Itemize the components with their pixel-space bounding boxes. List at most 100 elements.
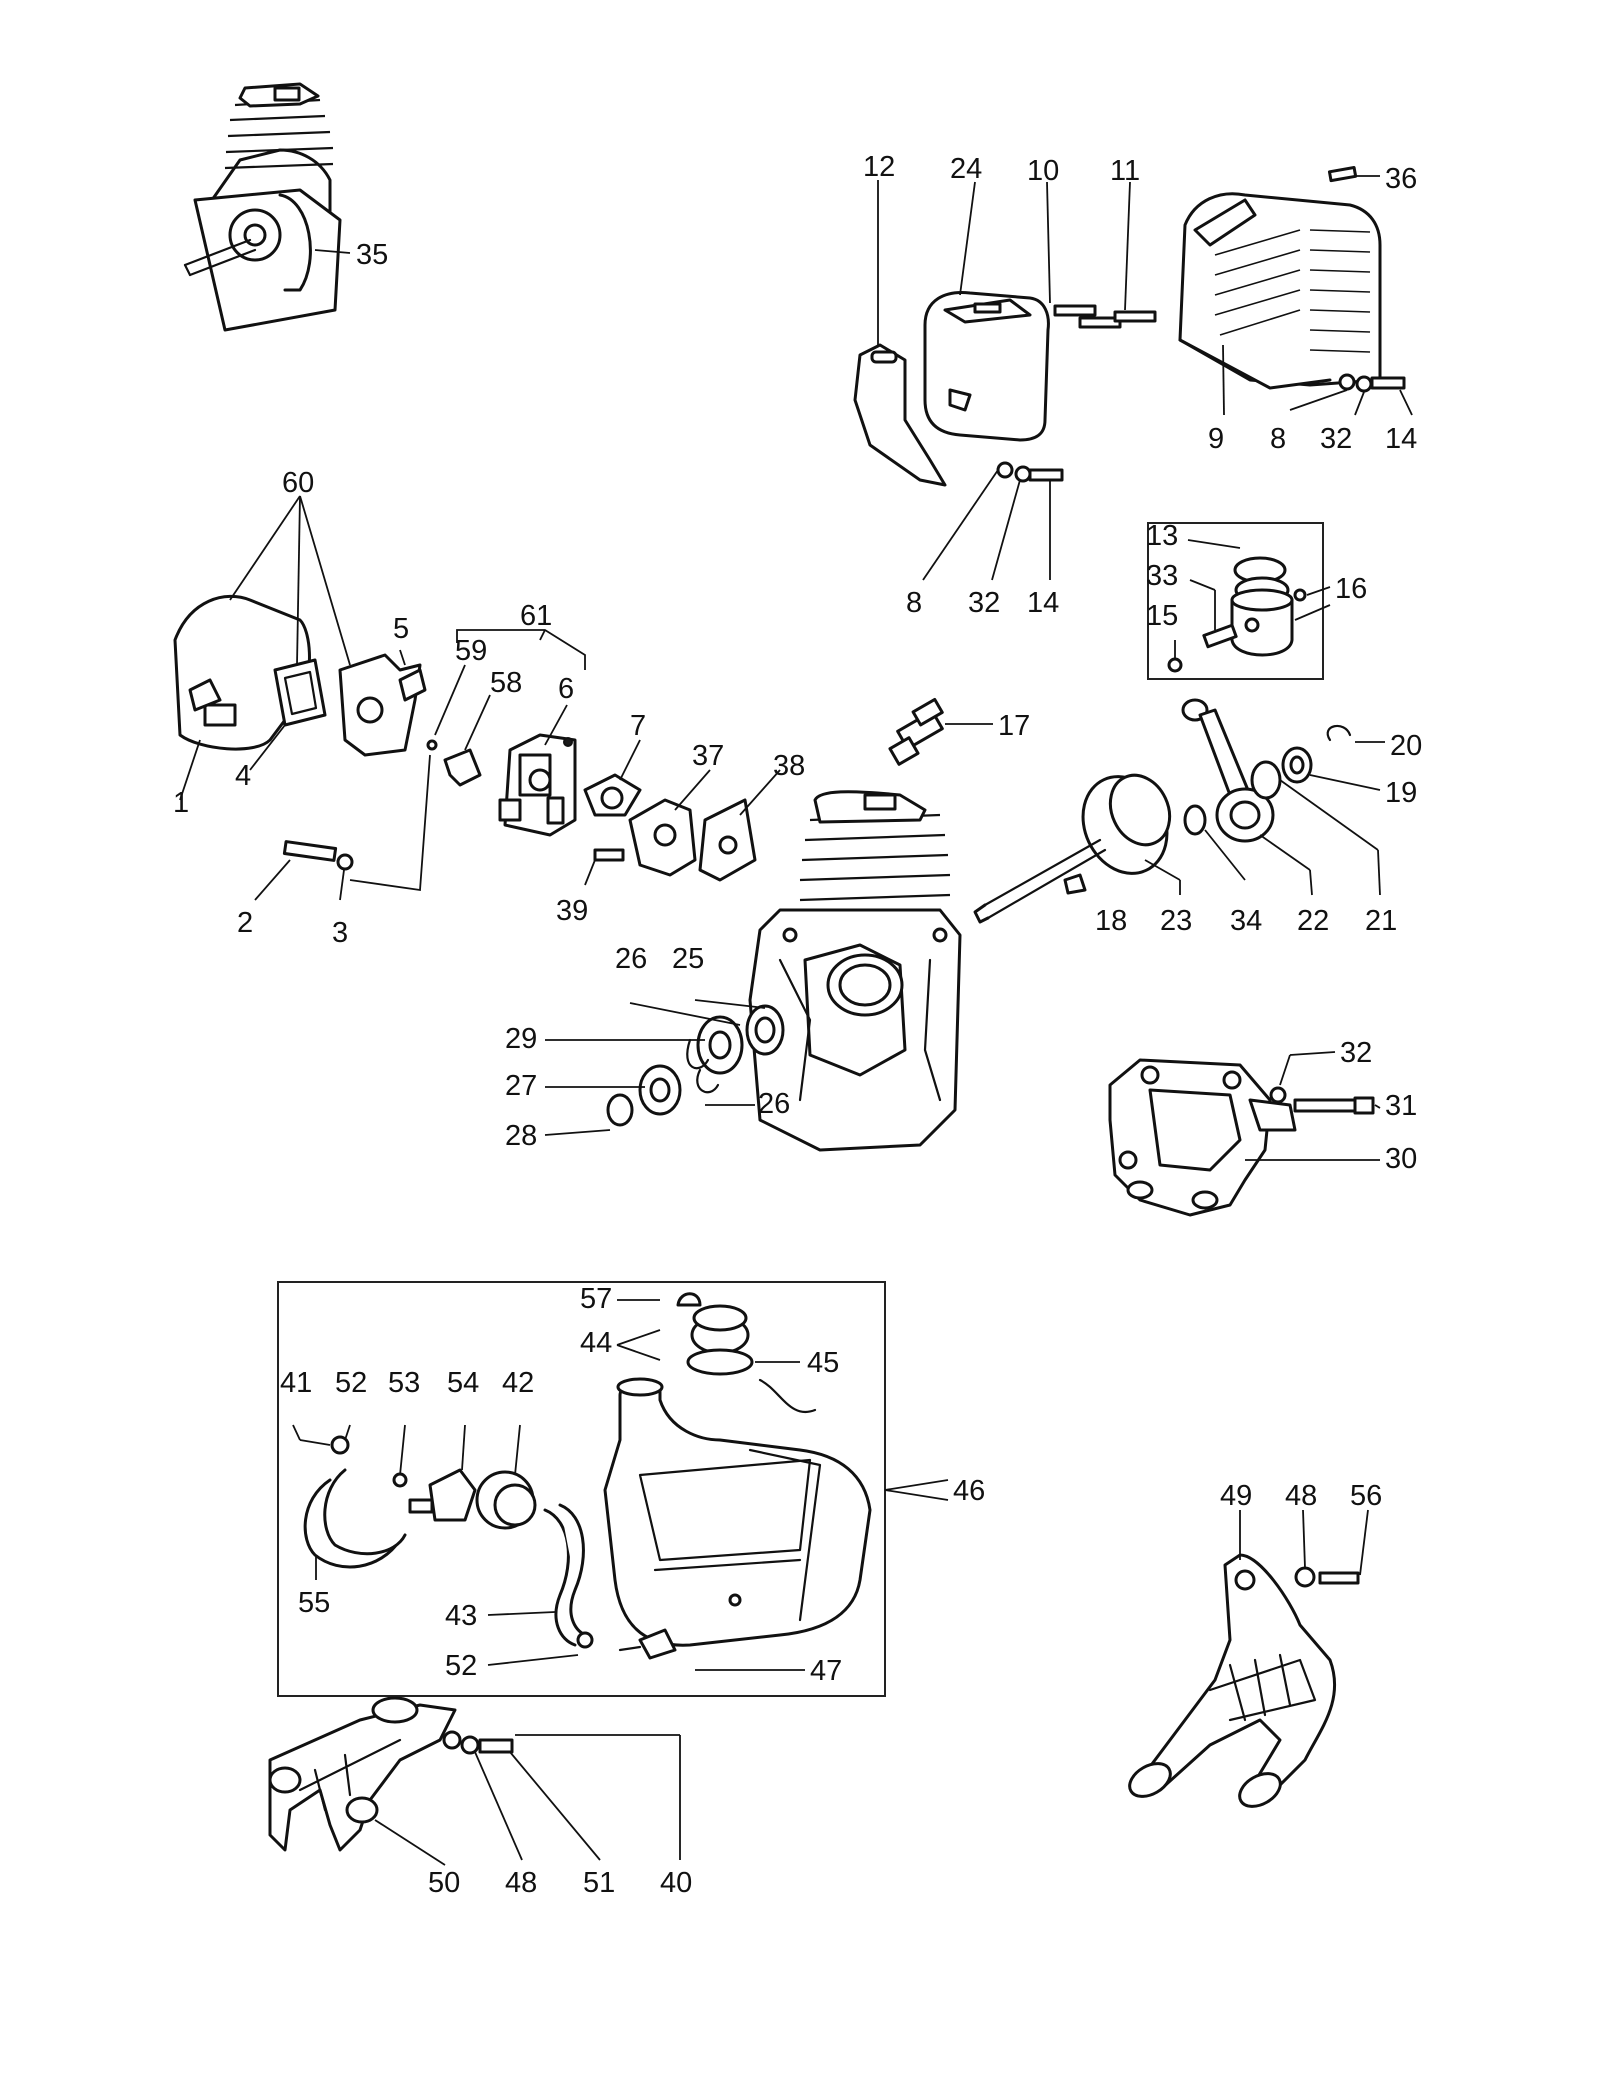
screw-set-right	[1289, 373, 1413, 416]
callout-51: 51	[583, 1867, 615, 1899]
screw-31-32-part	[1245, 1051, 1381, 1161]
callout-10: 10	[1027, 155, 1059, 187]
fuel-system-leaders	[292, 1299, 949, 1671]
callout-21: 21	[1365, 905, 1397, 937]
callout-18: 18	[1095, 905, 1127, 937]
circlip-20-part	[1326, 724, 1385, 743]
gasket-58-part	[443, 694, 491, 787]
callout-8-mid: 8	[906, 587, 922, 619]
callout-14-mid: 14	[1027, 587, 1059, 619]
callout-47: 47	[810, 1655, 842, 1687]
handle-bracket-30-part	[1108, 1058, 1297, 1217]
callout-32-bracket: 32	[1340, 1037, 1372, 1069]
crankshaft-part	[973, 773, 1181, 924]
callout-6: 6	[558, 673, 574, 705]
callout-33: 33	[1146, 560, 1178, 592]
fuel-filter-primer-part	[330, 1435, 677, 1660]
fuel-lines-left	[303, 1468, 587, 1647]
callout-54: 54	[447, 1367, 479, 1399]
callout-19: 19	[1385, 777, 1417, 809]
callout-48-left: 48	[505, 1867, 537, 1899]
bolts-10-11-part	[1046, 181, 1157, 329]
fuel-system-box	[277, 1281, 886, 1697]
engine-cover-part	[1178, 192, 1382, 416]
callout-34: 34	[1230, 905, 1262, 937]
callout-56: 56	[1350, 1480, 1382, 1512]
insulator-37-part	[628, 769, 711, 877]
ball-59-part	[349, 664, 466, 892]
needle-bearing-part	[1250, 760, 1381, 896]
callout-32-mid: 32	[968, 587, 1000, 619]
bearing-set-part	[544, 999, 785, 1136]
callout-36: 36	[1385, 163, 1417, 195]
callout-4: 4	[235, 760, 251, 792]
callout-13: 13	[1146, 520, 1178, 552]
engine-assembly-part	[183, 82, 351, 332]
callout-25: 25	[672, 943, 704, 975]
gasket-7-part	[583, 739, 642, 817]
callout-49: 49	[1220, 1480, 1252, 1512]
air-filter-cover-part	[173, 594, 311, 801]
handle-49-part	[1128, 1509, 1369, 1808]
handle-50-part	[268, 1696, 681, 1866]
callout-30: 30	[1385, 1143, 1417, 1175]
callout-38: 38	[773, 750, 805, 782]
callout-59: 59	[455, 635, 487, 667]
callout-61: 61	[520, 600, 552, 632]
bolt-2-part	[254, 840, 354, 901]
screw-39-part	[584, 848, 625, 886]
screw-36-part	[1327, 165, 1380, 183]
callout-20: 20	[1390, 730, 1422, 762]
callout-22: 22	[1297, 905, 1329, 937]
callout-44: 44	[580, 1327, 612, 1359]
callout-7: 7	[630, 710, 646, 742]
callout-53: 53	[388, 1367, 420, 1399]
carburetor-kit-bracket	[456, 629, 586, 670]
callout-26-bottom: 26	[758, 1088, 790, 1120]
callout-40: 40	[660, 1867, 692, 1899]
callout-28: 28	[505, 1120, 537, 1152]
callout-15: 15	[1146, 600, 1178, 632]
callout-46: 46	[953, 1475, 985, 1507]
callout-2: 2	[237, 907, 253, 939]
callout-31: 31	[1385, 1090, 1417, 1122]
callout-32-top: 32	[1320, 423, 1352, 455]
callout-26-top: 26	[615, 943, 647, 975]
washer-34-part	[1183, 804, 1246, 881]
callout-43: 43	[445, 1600, 477, 1632]
callout-labels: 35 12 24 10 11 36 9 8 32 14 8 32 14 13 3…	[173, 151, 1422, 1899]
callout-3: 3	[332, 917, 348, 949]
spark-plug-part	[888, 697, 993, 766]
callout-9: 9	[1208, 423, 1224, 455]
callout-48-right: 48	[1285, 1480, 1317, 1512]
crankcase-part	[748, 790, 962, 1152]
connecting-rod-part	[1181, 698, 1313, 896]
callout-12: 12	[863, 151, 895, 183]
callout-58: 58	[490, 667, 522, 699]
callout-24: 24	[950, 153, 982, 185]
washer-19-part	[1281, 746, 1381, 791]
screw-set-muffler	[922, 461, 1064, 581]
woodruff-key-part	[1063, 873, 1087, 895]
callout-8-top: 8	[1270, 423, 1286, 455]
callout-16: 16	[1335, 573, 1367, 605]
callout-52-top: 52	[335, 1367, 367, 1399]
callout-5: 5	[393, 613, 409, 645]
fuel-tank-part	[603, 1377, 872, 1647]
carburetor-part	[498, 704, 577, 837]
filter-base-part	[338, 649, 427, 757]
filter-element-part	[249, 658, 327, 771]
callout-52-bottom: 52	[445, 1650, 477, 1682]
callout-37: 37	[692, 740, 724, 772]
callout-27: 27	[505, 1070, 537, 1102]
callout-41: 41	[280, 1367, 312, 1399]
piston-kit-box	[1147, 522, 1331, 680]
callout-35: 35	[356, 239, 388, 271]
callout-29: 29	[505, 1023, 537, 1055]
callout-39: 39	[556, 895, 588, 927]
callout-14-top: 14	[1385, 423, 1417, 455]
callout-60: 60	[282, 467, 314, 499]
callout-57: 57	[580, 1283, 612, 1315]
callout-11: 11	[1110, 155, 1140, 187]
